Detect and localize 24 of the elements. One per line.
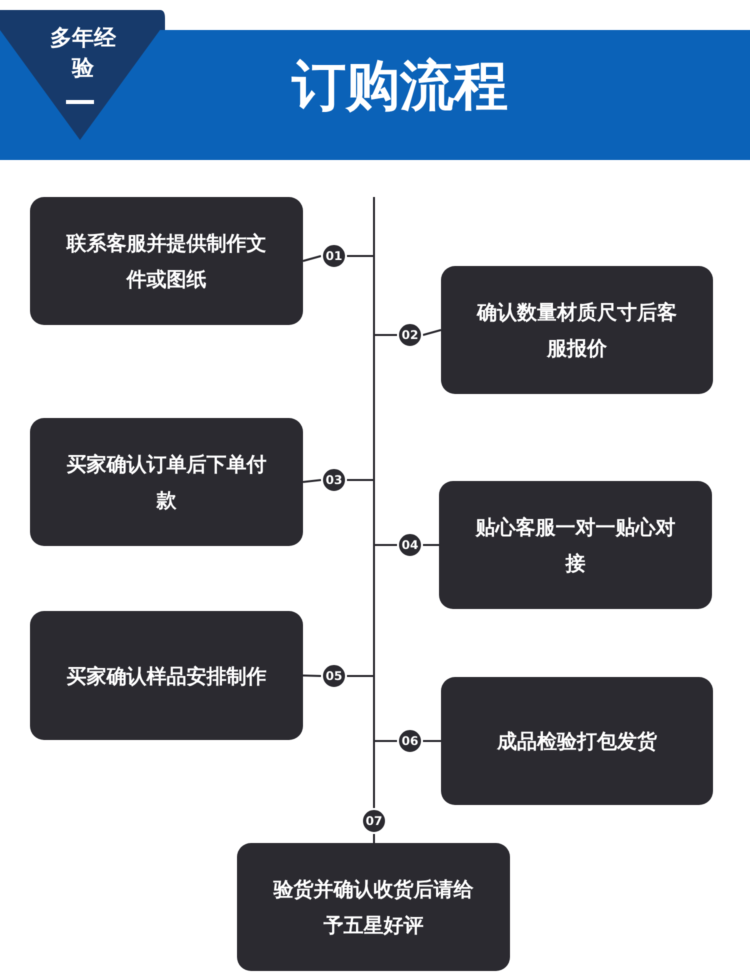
connector-line [302,479,322,483]
process-box: 验货并确认收货后请给予五星好评 [237,843,510,971]
step-number-circle: 07 [361,808,387,834]
connector-line [302,674,322,677]
step-number-circle: 01 [321,243,347,269]
process-box: 联系客服并提供制作文件或图纸 [30,197,303,325]
step-number-circle: 02 [397,322,423,348]
step-number-circle: 05 [321,663,347,689]
process-box: 确认数量材质尺寸后客服报价 [441,266,713,394]
connector-line [423,544,439,546]
connector-line [373,740,397,808]
step-number-circle: 03 [321,467,347,493]
step-number-circle: 04 [397,532,423,558]
process-box: 贴心客服一对一贴心对接 [439,481,712,609]
connector-line [423,740,441,742]
connector-line [422,329,442,336]
process-box: 成品检验打包发货 [441,677,713,805]
process-box: 买家确认订单后下单付款 [30,418,303,546]
connector-line [302,255,322,262]
badge-text: 多年经验 [49,25,118,83]
process-box: 买家确认样品安排制作 [30,611,303,740]
step-number-circle: 06 [397,728,423,754]
connector-line [373,834,375,843]
page-title: 订购流程 [290,53,509,119]
